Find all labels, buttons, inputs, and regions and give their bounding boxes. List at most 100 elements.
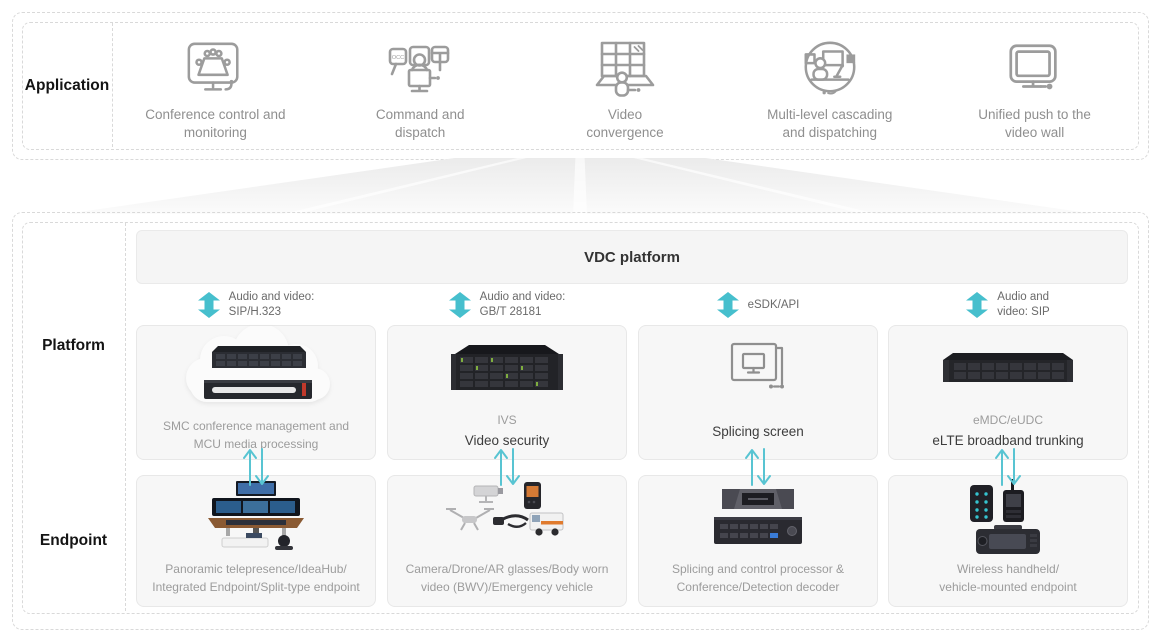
app-item-multi-level-cascading: Multi-level cascading and dispatching (727, 26, 932, 146)
endpoint-caption-line2: vehicle-mounted endpoint (939, 580, 1077, 594)
application-items-row: Conference control and monitoring OCC (113, 26, 1137, 146)
caption-dark: Video security (464, 432, 550, 448)
connector-gbt28181: Audio and video: GB/T 28181 (387, 288, 627, 322)
command-dispatch-icon: OCC (388, 32, 452, 98)
app-caption: Command and dispatch (376, 106, 465, 141)
video-wall-icon (1004, 32, 1066, 98)
connector-line2: GB/T 28181 (479, 306, 542, 318)
app-caption-line1: Unified push to the (978, 107, 1091, 122)
multi-level-cascading-icon (799, 32, 861, 98)
splicing-screen-icon (639, 326, 877, 409)
funnel-connector (0, 158, 1160, 214)
app-caption: Video convergence (586, 106, 663, 141)
app-caption-line1: Video (607, 107, 643, 122)
connector-line1: Audio and video: (228, 291, 315, 304)
double-arrow-icon (966, 292, 989, 318)
application-inner-frame (22, 22, 1139, 150)
application-label-divider (112, 23, 113, 147)
endpoint-box-caption: Wireless handheld/ vehicle-mounted endpo… (939, 560, 1076, 596)
app-item-video-wall: Unified push to the video wall (932, 26, 1137, 146)
app-caption: Conference control and monitoring (145, 106, 285, 141)
app-caption-line2: video wall (1004, 124, 1065, 140)
app-item-command-dispatch: OCC Command and dispatch (318, 26, 523, 146)
endpoint-caption-line1: Wireless handheld/ (956, 562, 1060, 576)
caption-dark: eLTE broadband trunking (932, 432, 1084, 448)
endpoint-box-telepresence: Panoramic telepresence/IdeaHub/ Integrat… (136, 475, 376, 607)
caption-gray1: SMC conference management and (162, 418, 350, 433)
cloud-servers-image (137, 326, 375, 414)
caption-gray1: eMDC/eUDC (972, 412, 1043, 427)
connector-sip: Audio and video: SIP (888, 288, 1128, 322)
platform-box-caption: IVS Video security (465, 409, 550, 453)
field-devices-image (388, 476, 626, 560)
connector-esdk-api: eSDK/API (638, 288, 878, 322)
emdc-server-image (889, 326, 1127, 409)
updown-arrows-icon (638, 444, 878, 490)
endpoint-box-caption: Camera/Drone/AR glasses/Body worn video … (406, 560, 609, 596)
platform-box-smc-mcu: SMC conference management and MCU media … (136, 325, 376, 460)
connector-line2: SIP/H.323 (228, 306, 282, 318)
caption-dark: Splicing screen (712, 424, 804, 440)
video-convergence-icon (593, 32, 657, 98)
app-caption-line1: Command and (375, 107, 465, 122)
endpoint-box-wireless-handheld: Wireless handheld/ vehicle-mounted endpo… (888, 475, 1128, 607)
endpoint-caption-line1: Splicing and control processor & (671, 562, 845, 576)
connector-line1: Audio and (997, 291, 1050, 304)
connector-label: Audio and video: SIP/H.323 (229, 290, 315, 320)
vdc-platform-bar: VDC platform (136, 230, 1128, 284)
updown-arrows-icon (387, 444, 627, 490)
endpoint-caption-line2: Conference/Detection decoder (676, 580, 840, 594)
main-label-divider (125, 223, 126, 611)
app-caption-line1: Conference control and (145, 107, 286, 122)
connector-label: Audio and video: GB/T 28181 (480, 290, 566, 320)
splicing-decoder-image (639, 476, 877, 560)
endpoint-caption-line2: Integrated Endpoint/Split-type endpoint (152, 580, 360, 594)
telepresence-image (137, 476, 375, 560)
wireless-handheld-image (889, 476, 1127, 560)
app-caption: Multi-level cascading and dispatching (767, 106, 892, 141)
endpoint-caption-line1: Camera/Drone/AR glasses/Body worn (405, 562, 609, 576)
svg-text:OCC: OCC (392, 55, 404, 61)
caption-gray1: IVS (497, 412, 517, 427)
endpoint-box-caption: Panoramic telepresence/IdeaHub/ Integrat… (152, 560, 359, 596)
connector-sip-h323: Audio and video: SIP/H.323 (136, 288, 376, 322)
platform-box-ivs: IVS Video security (387, 325, 627, 460)
caption-gray2: MCU media processing (193, 437, 319, 451)
funnel-ray (573, 158, 587, 214)
updown-arrows-icon (888, 444, 1128, 490)
double-arrow-icon (716, 292, 739, 318)
platform-section-label: Platform (42, 337, 105, 354)
endpoint-caption-line1: Panoramic telepresence/IdeaHub/ (165, 562, 347, 576)
application-section-label: Application (24, 77, 110, 94)
conference-control-icon (184, 32, 246, 98)
connector-line1: eSDK/API (747, 298, 800, 311)
main-outer-frame (12, 212, 1149, 630)
app-caption-line1: Multi-level cascading (767, 107, 893, 122)
endpoint-box-splicing-decoder: Splicing and control processor & Confere… (638, 475, 878, 607)
app-caption-line2: and dispatching (782, 124, 878, 140)
platform-box-emdc: eMDC/eUDC eLTE broadband trunking (888, 325, 1128, 460)
double-arrow-icon (197, 292, 220, 318)
connector-label: Audio and video: SIP (997, 290, 1049, 320)
platform-box-caption: SMC conference management and MCU media … (163, 414, 349, 458)
connector-label: eSDK/API (748, 298, 800, 313)
connector-line1: Audio and video: (479, 291, 566, 304)
endpoint-section-label: Endpoint (39, 532, 108, 549)
ivs-server-image (388, 326, 626, 409)
main-inner-frame (22, 222, 1139, 614)
platform-box-splicing-screen: Splicing screen (638, 325, 878, 460)
platform-box-caption: Splicing screen (712, 409, 804, 453)
app-item-conference-control: Conference control and monitoring (113, 26, 318, 146)
app-caption-line2: dispatch (395, 124, 446, 140)
app-caption-line2: convergence (586, 124, 664, 140)
double-arrow-icon (448, 292, 471, 318)
app-caption-line2: monitoring (183, 124, 247, 140)
app-caption: Unified push to the video wall (978, 106, 1091, 141)
app-item-video-convergence: Video convergence (523, 26, 728, 146)
updown-arrows-icon (136, 444, 376, 490)
endpoint-box-caption: Splicing and control processor & Confere… (672, 560, 844, 596)
platform-box-caption: eMDC/eUDC eLTE broadband trunking (932, 409, 1083, 453)
endpoint-caption-line2: video (BWV)/Emergency vehicle (420, 580, 594, 594)
endpoint-box-field-devices: Camera/Drone/AR glasses/Body worn video … (387, 475, 627, 607)
